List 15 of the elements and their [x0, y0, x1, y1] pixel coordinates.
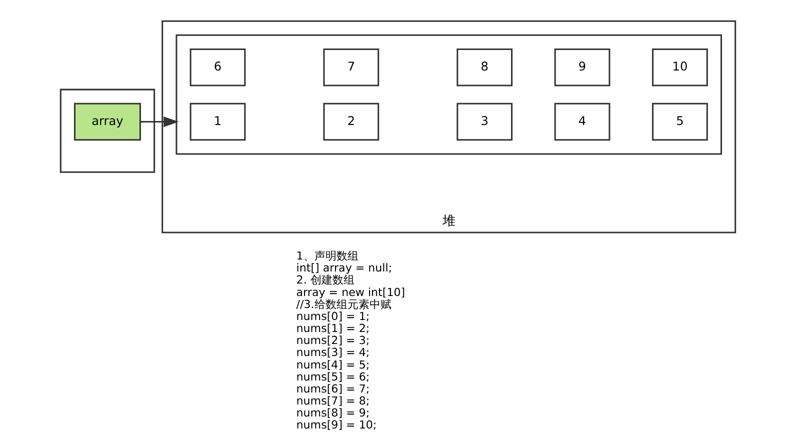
- label: nums[6] = 7;: [296, 382, 370, 395]
- label: 2. 创建数组: [296, 273, 354, 286]
- label: nums[8] = 9;: [296, 406, 370, 420]
- label: nums[9] = 10;: [296, 418, 376, 432]
- label: nums[2] = 3;: [296, 334, 370, 347]
- label: array = new int[10]: [296, 285, 405, 298]
- label: 1、声明数组: [296, 249, 358, 262]
- label: nums[0] = 1;: [296, 309, 370, 322]
- label: //3.给数组元素中赋: [296, 297, 391, 310]
- label: nums[7] = 8;: [296, 394, 370, 408]
- label: nums[5] = 6;: [296, 370, 370, 383]
- label: nums[4] = 5;: [296, 358, 370, 371]
- label: int[] array = null;: [296, 261, 392, 274]
- label: nums[3] = 4;: [296, 346, 370, 359]
- label: nums[1] = 2;: [296, 322, 370, 335]
